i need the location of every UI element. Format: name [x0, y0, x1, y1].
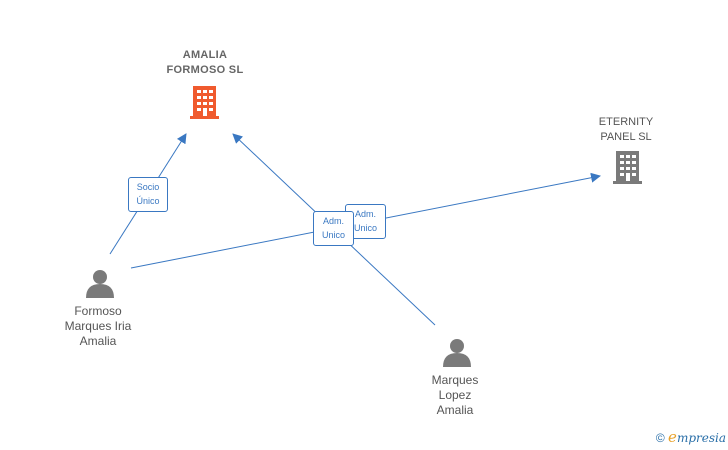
edge-label-line: Adm. [322, 216, 344, 226]
company-node-eternity-panel-sl[interactable]: ETERNITY PANEL SL [581, 115, 671, 145]
person-name-line: Marques [431, 373, 479, 387]
edge-label-socio-unico[interactable]: Socio Único [128, 177, 168, 212]
company-node-amalia-formoso-sl[interactable]: AMALIA FORMOSO SL [150, 48, 260, 78]
copyright-icon: © [655, 431, 665, 445]
company-name-line: PANEL SL [600, 131, 652, 143]
person-node-marques-lopez-amalia[interactable]: Marques Lopez Amalia [415, 373, 495, 418]
person-name-line: Formoso [74, 304, 122, 318]
company-name-line: FORMOSO SL [166, 64, 244, 76]
person-name-line: Amalia [436, 403, 474, 417]
edge-label-line: Único [136, 196, 160, 206]
person-icon [86, 270, 114, 298]
person-icon [443, 339, 471, 367]
person-node-formoso-marques-iria-amalia[interactable]: Formoso Marques Iria Amalia [50, 304, 146, 349]
edge-label-line: Socio [136, 182, 160, 192]
footer-branding[interactable]: © empresia [656, 428, 726, 446]
company-name-line: ETERNITY [598, 116, 654, 128]
edge-label-line: Adm. [354, 209, 376, 219]
person-name-line: Marques Iria [64, 319, 132, 333]
brand-logo-e: e [668, 428, 677, 446]
company-name-line: AMALIA [182, 49, 228, 61]
person-name-line: Amalia [79, 334, 117, 348]
brand-logo-text: mpresia [676, 431, 726, 445]
edge-label-line: Unico [353, 223, 377, 233]
edge-label-adm-unico-eternity[interactable]: Adm. Unico [345, 204, 386, 239]
edge-label-adm-unico-amalia[interactable]: Adm. Unico [313, 211, 354, 246]
edge-label-line: Unico [321, 230, 345, 240]
person-name-line: Lopez [438, 388, 472, 402]
